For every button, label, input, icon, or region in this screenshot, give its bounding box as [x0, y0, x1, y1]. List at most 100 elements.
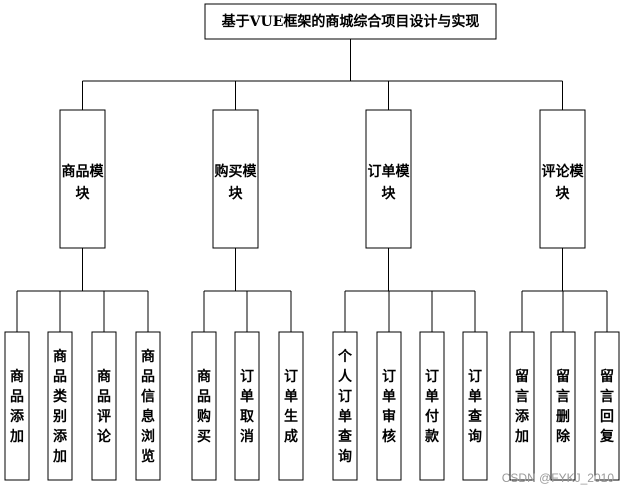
leaf-label-char: 单 — [468, 388, 482, 405]
leaf-label: 留言回复 — [599, 368, 615, 445]
leaf-label-char: 买 — [197, 429, 211, 445]
module-node: 订单模块 — [365, 109, 412, 249]
leaf-label-char: 单 — [425, 388, 439, 405]
leaf-label-char: 添 — [10, 408, 25, 425]
leaf-label: 订单查询 — [468, 368, 483, 445]
leaf-box — [376, 331, 402, 481]
leaf-label-char: 留 — [515, 368, 529, 385]
leaf-box — [191, 331, 217, 481]
leaf-label-char: 单 — [338, 408, 352, 425]
module-label: 评论模块 — [542, 163, 585, 202]
leaf-label-char: 购 — [197, 408, 211, 425]
leaf-label-char: 生 — [284, 408, 298, 425]
leaf-label: 订单付款 — [425, 368, 440, 445]
leaf-node: 订单付款 — [419, 331, 445, 481]
leaf-label-char: 单 — [240, 388, 254, 405]
leaf-box — [234, 331, 260, 481]
leaf-label: 商品类别添加 — [52, 348, 68, 465]
leaf-label-char: 加 — [52, 449, 67, 465]
leaf-label: 留言删除 — [556, 368, 571, 445]
leaf-node: 留言添加 — [509, 331, 535, 481]
module-label-line: 块 — [76, 186, 91, 202]
leaf-label-char: 商 — [10, 368, 24, 385]
leaf-label-char: 订 — [284, 368, 298, 385]
leaf-label-char: 订 — [338, 388, 352, 405]
leaf-label-char: 订 — [240, 368, 254, 385]
leaf-label: 个人订单查询 — [337, 348, 353, 465]
leaf-label-char: 个 — [337, 348, 353, 365]
leaf-node: 留言删除 — [550, 331, 576, 481]
leaf-label-char: 息 — [141, 408, 155, 425]
root-box — [204, 3, 497, 40]
leaf-label-char: 人 — [338, 368, 353, 385]
leaf-label-char: 回 — [600, 409, 614, 425]
leaf-box — [135, 331, 161, 481]
leaf-label-char: 类 — [53, 388, 68, 405]
leaf-label-char: 成 — [284, 428, 298, 445]
leaf-label-char: 别 — [52, 409, 67, 425]
leaf-node: 订单查询 — [462, 331, 488, 481]
leaf-label-char: 加 — [514, 429, 529, 445]
module-label-line: 评论模 — [542, 163, 585, 180]
leaf-label-char: 商 — [53, 348, 67, 365]
module-box — [212, 109, 259, 249]
connector-lines — [16, 39, 608, 332]
leaf-node: 订单生成 — [278, 331, 304, 481]
leaf-box — [462, 331, 488, 481]
module-label-line: 块 — [382, 186, 397, 202]
leaf-label-char: 复 — [599, 428, 615, 445]
leaf-box — [91, 331, 117, 481]
leaf-label-char: 留 — [600, 368, 614, 385]
leaf-label: 商品添加 — [9, 368, 25, 445]
leaf-label-char: 询 — [338, 448, 352, 465]
leaf-label-char: 添 — [515, 408, 530, 425]
leaf-label-char: 查 — [338, 428, 353, 445]
leaf-label-char: 订 — [425, 368, 439, 385]
leaf-label-char: 单 — [284, 388, 298, 405]
leaf-label-char: 商 — [197, 368, 211, 385]
leaf-node: 商品购买 — [191, 331, 217, 481]
leaf-label: 订单取消 — [240, 368, 255, 445]
root-node: 基于VUE框架的商城综合项目设计与实现 — [204, 3, 497, 40]
leaf-label: 订单审核 — [382, 368, 396, 445]
leaf-label-char: 取 — [240, 409, 255, 425]
leaf-node: 商品信息浏览 — [135, 331, 161, 481]
leaf-nodes: 商品添加商品类别添加商品评论商品信息浏览商品购买订单取消订单生成个人订单查询订单… — [4, 331, 620, 481]
root-title: 基于VUE框架的商城综合项目设计与实现 — [222, 13, 480, 30]
module-box — [539, 109, 586, 249]
leaf-node: 商品添加 — [4, 331, 30, 481]
leaf-label-char: 除 — [556, 428, 571, 445]
leaf-label-char: 询 — [468, 428, 482, 445]
leaf-label-char: 款 — [425, 428, 440, 445]
leaf-box — [278, 331, 304, 481]
leaf-label-char: 留 — [556, 368, 570, 385]
leaf-label-char: 浏 — [141, 428, 155, 445]
leaf-box — [550, 331, 576, 481]
leaf-label: 订单生成 — [284, 368, 298, 445]
leaf-label-char: 加 — [9, 429, 24, 445]
leaf-label-char: 品 — [141, 369, 155, 385]
leaf-label-char: 核 — [382, 428, 396, 445]
leaf-node: 商品类别添加 — [47, 331, 73, 481]
leaf-label-char: 订 — [468, 368, 482, 385]
leaf-label-char: 审 — [382, 408, 396, 425]
leaf-node: 订单审核 — [376, 331, 402, 481]
leaf-label-char: 单 — [382, 388, 396, 405]
leaf-label-char: 评 — [97, 409, 111, 425]
leaf-box — [509, 331, 535, 481]
leaf-label-char: 品 — [97, 389, 111, 405]
module-node: 评论模块 — [539, 109, 586, 249]
leaf-label-char: 消 — [240, 428, 254, 445]
leaf-label-char: 删 — [556, 409, 570, 425]
leaf-label-char: 品 — [10, 389, 24, 405]
module-label: 商品模块 — [62, 163, 105, 202]
leaf-label: 商品评论 — [97, 368, 112, 445]
leaf-box — [332, 331, 358, 481]
module-label-line: 商品模 — [62, 163, 105, 180]
leaf-label-char: 商 — [141, 348, 155, 365]
module-node: 购买模块 — [212, 109, 259, 249]
module-label: 购买模块 — [215, 163, 258, 202]
leaf-node: 个人订单查询 — [332, 331, 358, 481]
